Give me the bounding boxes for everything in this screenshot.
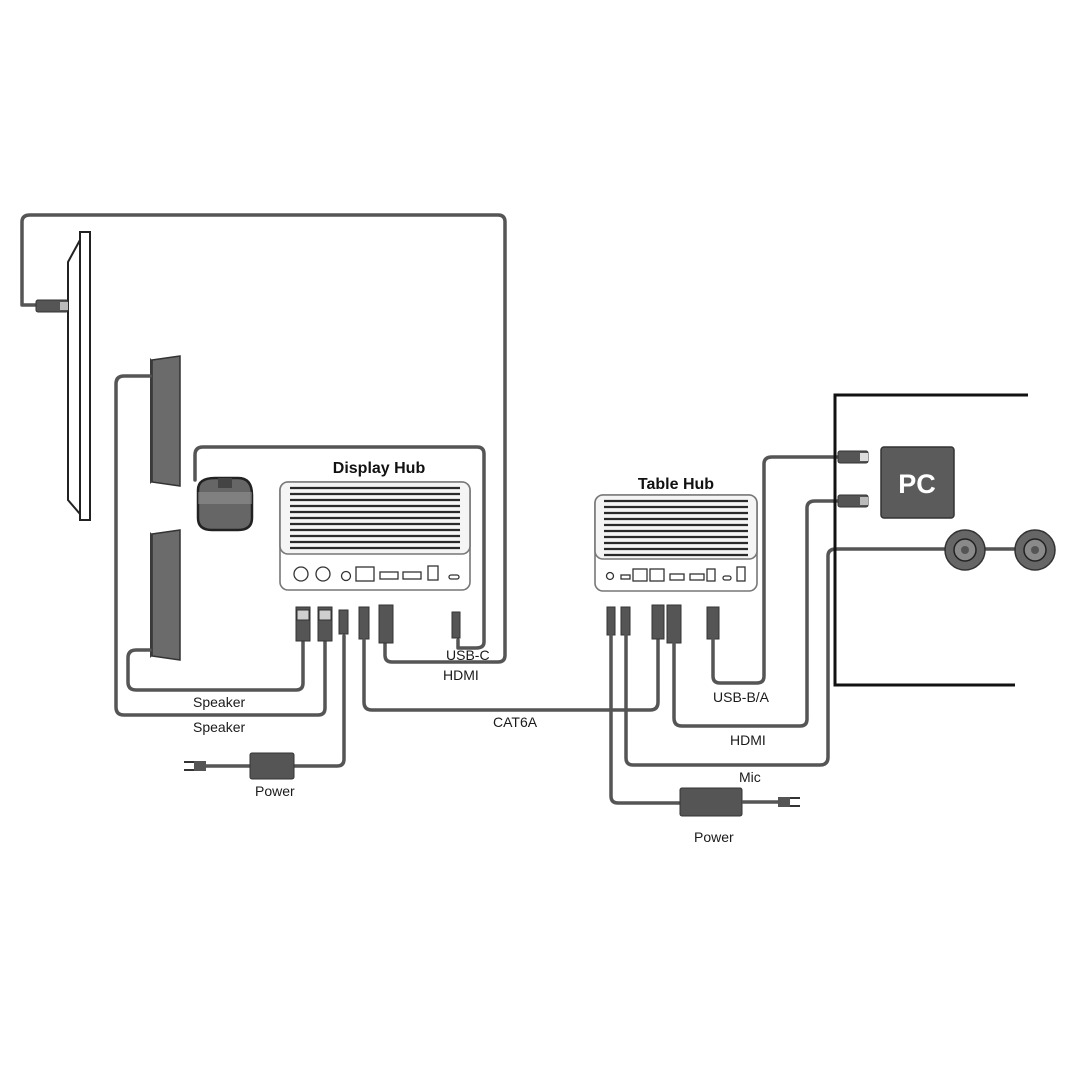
table-edge: [833, 393, 1028, 687]
table-hdmi-cable: [672, 499, 840, 728]
display-power-cable: [292, 634, 346, 768]
label-speaker-1: Speaker: [193, 694, 245, 710]
display-hub-title: Display Hub: [333, 460, 426, 477]
pc-label: PC: [898, 469, 936, 499]
table-hub-vents: [604, 499, 748, 557]
mic-cable: [624, 547, 950, 767]
camera: [196, 476, 254, 532]
speaker-top: [150, 355, 181, 487]
display-monitor: [67, 231, 91, 521]
usb-cable: [711, 455, 840, 685]
pc-hdmi-connector: [837, 494, 869, 508]
label-power-display: Power: [255, 783, 295, 799]
display-hub-ports: [293, 565, 460, 582]
mic-pod-2: [1014, 529, 1056, 571]
camera-cable: [193, 445, 486, 650]
speaker-cable-1: [126, 640, 305, 692]
speaker-bottom: [150, 529, 181, 661]
display-hub-vents: [290, 486, 460, 550]
mic-pod-1: [944, 529, 986, 571]
table-power-adapter: [679, 787, 800, 817]
label-usb-c: USB-C: [446, 647, 490, 663]
display-hdmi-connector: [35, 299, 69, 313]
table-hub-ports: [605, 566, 746, 582]
display-hdmi-cable: [20, 213, 507, 664]
cat6a-cable: [362, 638, 660, 712]
label-cat6a: CAT6A: [493, 714, 538, 730]
label-hdmi-display: HDMI: [443, 667, 479, 683]
label-speaker-2: Speaker: [193, 719, 245, 735]
label-hdmi-table: HDMI: [730, 732, 766, 748]
display-hub-connectors: [295, 604, 461, 644]
label-usb-b-a: USB-B/A: [713, 689, 770, 705]
table-hub: [594, 494, 758, 592]
display-power-adapter: [184, 752, 295, 780]
pc-usb-connector: [837, 450, 869, 464]
table-power-cable: [609, 633, 682, 805]
pc-device: [880, 446, 955, 519]
table-hub-connectors: [606, 604, 720, 644]
table-hub-title: Table Hub: [638, 476, 714, 493]
label-mic: Mic: [739, 769, 761, 785]
speaker-cable-2: [114, 374, 327, 717]
display-hub: [279, 481, 471, 591]
label-power-table: Power: [694, 829, 734, 845]
